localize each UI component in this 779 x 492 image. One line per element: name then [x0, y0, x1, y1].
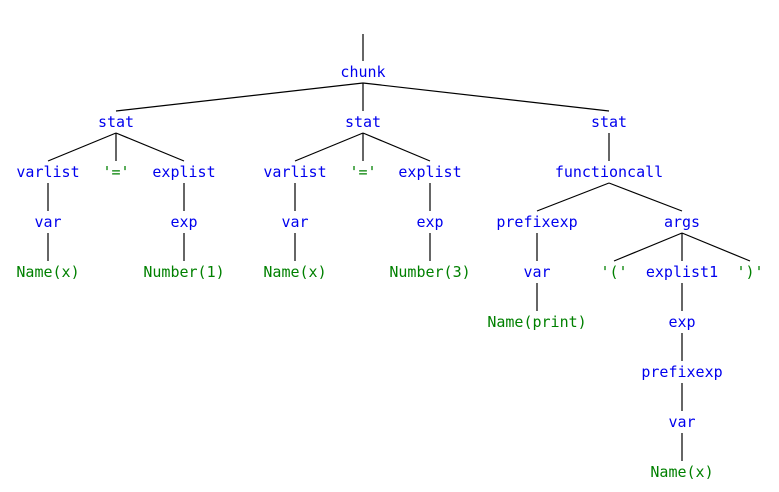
terminal-node-number-3: Number(3): [389, 263, 470, 281]
nonterminal-node-exp: exp: [416, 213, 443, 231]
tree-edge-functioncall-to-args: [608, 182, 683, 212]
nonterminal-node-explist: explist: [152, 163, 215, 181]
nonterminal-node-varlist: varlist: [263, 163, 326, 181]
nonterminal-node-chunk: chunk: [340, 63, 385, 81]
tree-edge-stat2-to-explist2: [362, 132, 431, 162]
nonterminal-node-explist: explist: [398, 163, 461, 181]
terminal-node-name-x: Name(x): [650, 463, 713, 481]
tree-edge-functioncall-to-prefixexp1: [536, 182, 610, 212]
nonterminal-node-prefixexp: prefixexp: [496, 213, 577, 231]
tree-edges: [47, 34, 751, 461]
tree-edge-stat2-to-varlist2: [294, 132, 364, 162]
nonterminal-node-exp: exp: [668, 313, 695, 331]
nonterminal-node-var: var: [34, 213, 61, 231]
nonterminal-node-stat: stat: [345, 113, 381, 131]
nonterminal-node-var: var: [281, 213, 308, 231]
nonterminal-node-functioncall: functioncall: [555, 163, 663, 181]
nonterminal-node-explist1: explist1: [646, 263, 718, 281]
terminal-node-node: '(': [600, 263, 627, 281]
tree-edge-args-to-rparen: [681, 232, 751, 262]
terminal-node-node: ')': [736, 263, 763, 281]
terminal-node-node: '=': [349, 163, 376, 181]
nonterminal-node-stat: stat: [98, 113, 134, 131]
nonterminal-node-var: var: [668, 413, 695, 431]
tree-edge-args-to-lparen: [613, 232, 683, 262]
terminal-node-name-x: Name(x): [16, 263, 79, 281]
nonterminal-node-var: var: [523, 263, 550, 281]
tree-edge-chunk-to-stat1: [115, 82, 364, 112]
nonterminal-node-exp: exp: [170, 213, 197, 231]
nonterminal-node-stat: stat: [591, 113, 627, 131]
tree-edge-stat1-to-explist1: [115, 132, 185, 162]
nonterminal-node-varlist: varlist: [16, 163, 79, 181]
terminal-node-number-1: Number(1): [143, 263, 224, 281]
terminal-node-node: '=': [102, 163, 129, 181]
nonterminal-node-args: args: [664, 213, 700, 231]
terminal-node-name-x: Name(x): [263, 263, 326, 281]
tree-edge-stat1-to-varlist1: [47, 132, 117, 162]
terminal-node-name-print: Name(print): [487, 313, 586, 331]
tree-edge-chunk-to-stat3: [362, 82, 610, 112]
nonterminal-node-prefixexp: prefixexp: [641, 363, 722, 381]
tree-node-labels: chunk stat stat stat varlist '=' explist var exp…: [16, 63, 763, 481]
